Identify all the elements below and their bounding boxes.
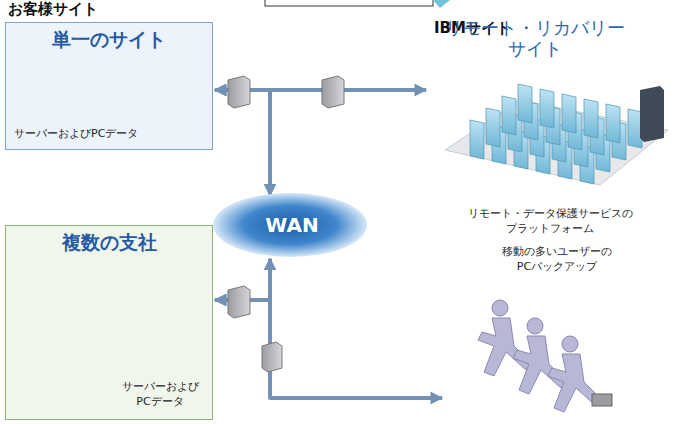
node-body: サーバーおよび PCデータ (114, 379, 206, 409)
mobile-users-group: 移動の多いユーザーの PCバックアップ (440, 244, 640, 420)
mobile-users (478, 300, 612, 412)
branch-box: 複数の支社サーバーおよび PCデータ (5, 225, 213, 420)
recovery-site: リモート・リカバリー サイトリモート・データ保護サービスの プラットフォーム (420, 18, 670, 240)
rack (470, 120, 484, 159)
rack (584, 99, 598, 138)
console (640, 86, 664, 142)
node-title: 単一のサイト (6, 23, 212, 53)
datacenter (445, 84, 668, 185)
site-heading: お客様サイト (8, 0, 675, 19)
strip (265, 0, 433, 6)
node-body: リモート・データ保護サービスの プラットフォーム (450, 206, 650, 236)
strip-tab (433, 0, 450, 8)
site-box: 単一のサイトサーバーおよびPCデータ (5, 22, 213, 150)
rack (486, 108, 500, 147)
node-title: 複数の支社 (6, 226, 212, 256)
node-title: 移動の多いユーザーの PCバックアップ (492, 244, 622, 274)
rack (562, 94, 576, 133)
rack (628, 109, 642, 148)
node-body: サーバーおよびPCデータ (14, 126, 138, 141)
wan-cloud: WAN (212, 192, 372, 262)
rack (502, 96, 516, 135)
node-title: WAN (212, 192, 372, 258)
rack (606, 104, 620, 143)
rack (518, 84, 532, 123)
node-title: リモート・リカバリー サイト (440, 18, 630, 59)
rack (540, 89, 554, 128)
